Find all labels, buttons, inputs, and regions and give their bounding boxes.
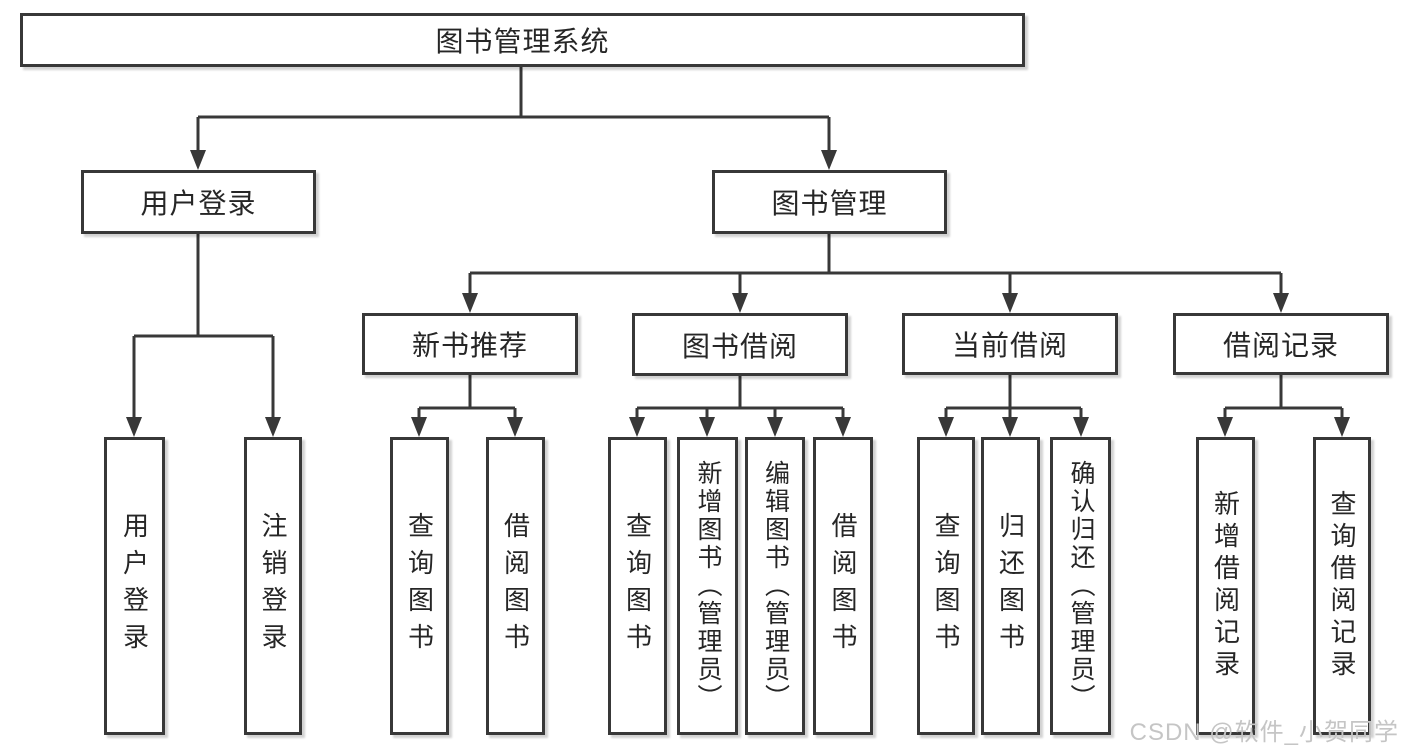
leaf-borrow-books-recommend-label: 借阅图书 [500,512,531,660]
leaf-query-books-borrow: 查询图书 [608,437,667,735]
csdn-watermark: CSDN @软件_小贺同学 [1129,719,1399,746]
leaf-add-borrow-record: 新增借阅记录 [1196,437,1255,735]
connector-book-management-to-level3 [462,234,1289,313]
leaf-logout-label: 注销登录 [258,512,288,660]
leaf-return-books-label: 归还图书 [995,512,1026,660]
node-book-borrow: 图书借阅 [632,313,848,376]
leaf-confirm-return-admin-label: 确认归还（管理员） [1067,460,1095,712]
node-user-login: 用户登录 [81,170,316,234]
leaf-add-borrow-record-label: 新增借阅记录 [1210,490,1241,682]
leaf-borrow-books-recommend: 借阅图书 [486,437,545,735]
node-borrow-records: 借阅记录 [1173,313,1389,375]
node-book-borrow-label: 图书借阅 [681,330,798,362]
leaf-user-login: 用户登录 [104,437,165,735]
node-book-management-label: 图书管理 [771,188,888,219]
leaf-query-books-current: 查询图书 [917,437,975,735]
leaf-return-books: 归还图书 [981,437,1040,735]
leaf-edit-books-admin-label: 编辑图书（管理员） [761,460,790,712]
node-new-book-recommend-label: 新书推荐 [411,330,528,361]
leaf-borrow-books: 借阅图书 [813,437,873,735]
node-borrow-records-label: 借阅记录 [1222,330,1339,361]
connector-current-borrow-to-leaves [938,375,1089,437]
leaf-user-login-label: 用户登录 [119,512,150,660]
node-root-label: 图书管理系统 [435,26,610,57]
node-user-login-label: 用户登录 [140,188,257,219]
leaf-query-borrow-record: 查询借阅记录 [1313,437,1371,735]
connector-borrow-records-to-leaves [1217,375,1350,437]
connector-new-book-recommend-to-leaves [411,375,523,437]
leaf-borrow-books-label: 借阅图书 [828,512,858,660]
node-current-borrow: 当前借阅 [902,313,1118,375]
connector-book-borrow-to-leaves [629,376,851,437]
node-new-book-recommend: 新书推荐 [362,313,578,375]
leaf-logout: 注销登录 [244,437,302,735]
connector-user-login-to-leaves [126,234,281,437]
leaf-confirm-return-admin: 确认归还（管理员） [1050,437,1111,735]
leaf-edit-books-admin: 编辑图书（管理员） [745,437,805,735]
leaf-add-books-admin-label: 新增图书（管理员） [694,460,722,712]
leaf-query-books-recommend: 查询图书 [390,437,449,735]
node-current-borrow-label: 当前借阅 [951,330,1068,361]
node-root: 图书管理系统 [20,13,1025,67]
leaf-query-books-borrow-label: 查询图书 [622,512,653,660]
connector-root-to-level2 [190,67,837,170]
leaf-add-books-admin: 新增图书（管理员） [677,437,738,735]
leaf-query-borrow-record-label: 查询借阅记录 [1327,490,1357,682]
leaf-query-books-recommend-label: 查询图书 [404,512,435,660]
leaf-query-books-current-label: 查询图书 [931,512,961,660]
node-book-management: 图书管理 [712,170,947,234]
